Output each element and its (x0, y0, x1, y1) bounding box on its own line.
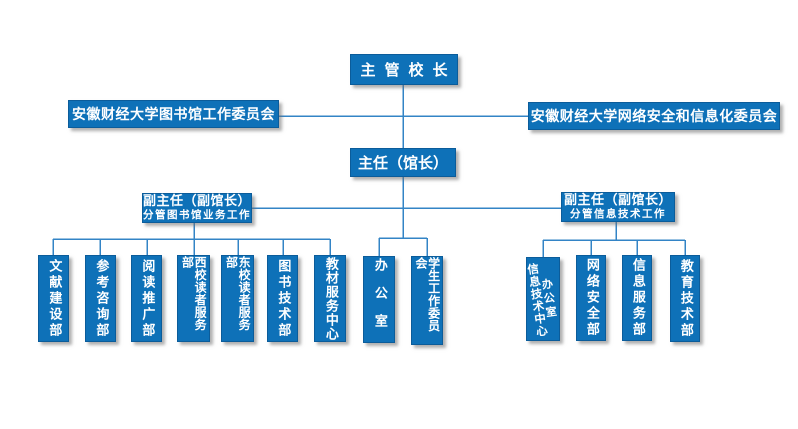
node-dept-reference-consulting: 参考咨询部 (85, 255, 116, 342)
node-dept-it-center-office: 信息技术中心 办公室 (526, 257, 560, 341)
node-dept-office: 办公室 (363, 256, 395, 343)
deputy-it-subtitle: 分管信息技术工作 (570, 208, 666, 221)
node-dept-west-campus-reader-service: 西校读者服务部 (177, 255, 210, 342)
connector-left-drops (52, 239, 331, 256)
node-president: 主管校长 (350, 54, 458, 85)
node-dept-education-technology: 教育技术部 (670, 255, 700, 342)
node-dept-textbook-service-center: 教材服务中心 (314, 255, 346, 342)
node-dept-information-service: 信息服务部 (622, 255, 652, 341)
node-dept-student-work-committee: 学生工作委员会 (411, 256, 443, 345)
node-dept-document-construction: 文献建设部 (38, 255, 69, 342)
node-cyber-committee: 安徽财经大学网络安全和信息化委员会 (528, 102, 780, 130)
node-dept-network-security: 网络安全部 (576, 255, 606, 341)
node-deputy-library: 副主任（副馆长） 分管图书馆业务工作 (142, 193, 252, 223)
node-dept-east-campus-reader-service: 东校读者服务部 (221, 255, 254, 342)
node-deputy-it: 副主任（副馆长） 分管信息技术工作 (561, 192, 675, 222)
node-library-committee: 安徽财经大学图书馆工作委员会 (68, 100, 279, 128)
node-dept-book-technology: 图书技术部 (267, 255, 298, 342)
node-dept-reading-promotion: 阅读推广部 (131, 255, 162, 342)
deputy-it-title: 副主任（副馆长） (563, 192, 672, 208)
deputy-library-subtitle: 分管图书馆业务工作 (143, 209, 251, 222)
connector-middle-drops (378, 238, 428, 256)
connector-right-drops (542, 240, 686, 257)
deputy-library-title: 副主任（副馆长） (143, 193, 252, 209)
node-director: 主任（馆长） (350, 148, 456, 177)
it-center-office-text: 信息技术中心 办公室 (526, 260, 560, 338)
